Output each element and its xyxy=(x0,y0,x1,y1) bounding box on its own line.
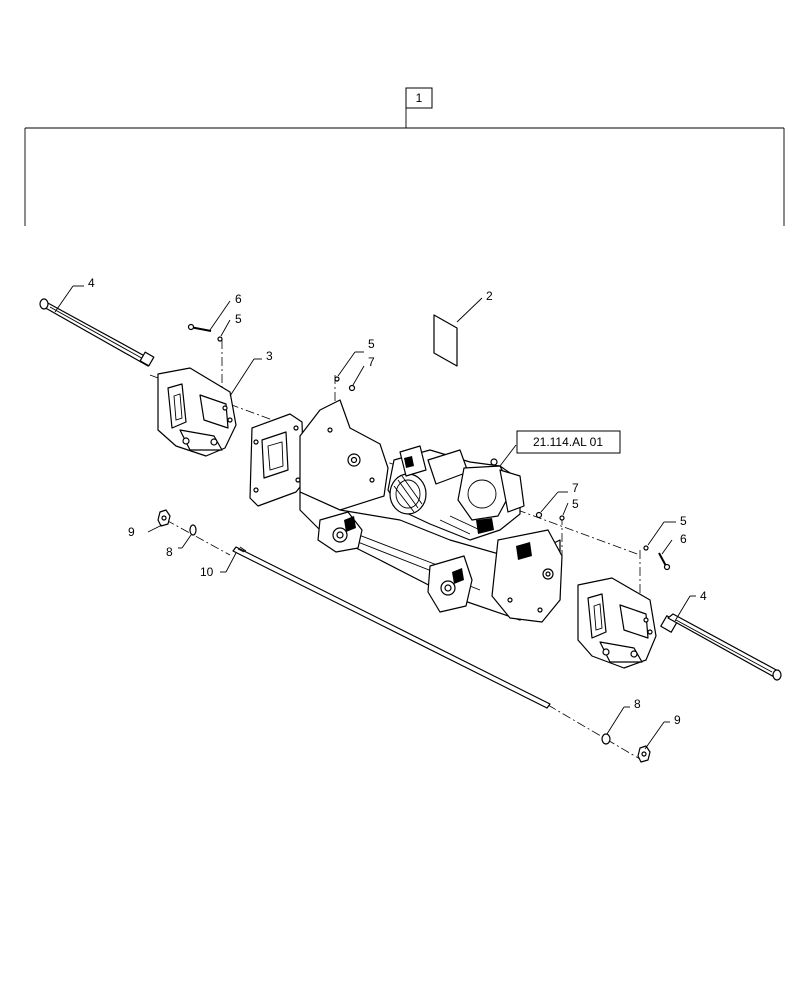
callout-4-left: 4 xyxy=(88,276,95,290)
decal-item-2: 2 xyxy=(433,289,493,367)
mounting-bracket-left: 3 xyxy=(157,349,273,457)
callout-3: 3 xyxy=(266,349,273,363)
callout-box-1 xyxy=(405,87,433,109)
bolt-washer-right-middle: 7 5 xyxy=(535,481,579,521)
callout-5-upper-middle: 5 xyxy=(368,337,375,351)
bolt-washer-right: 5 6 xyxy=(643,514,687,571)
callout-10: 10 xyxy=(200,565,214,579)
reference-text: 21.114.AL 01 xyxy=(533,435,603,449)
callout-8-right: 8 xyxy=(634,697,641,711)
callout-7-upper: 7 xyxy=(368,355,375,369)
callout-5-right: 5 xyxy=(680,514,687,528)
nut-washer-lower-left: 9 8 xyxy=(128,509,197,559)
reference-box xyxy=(516,430,621,454)
assembly-bracket: 1 xyxy=(24,87,785,226)
reference-label: 21.114.AL 01 xyxy=(516,430,621,454)
callout-7-middle: 7 xyxy=(572,481,579,495)
callout-5-upper-left: 5 xyxy=(235,312,242,326)
long-rod-item-10: 10 xyxy=(200,546,551,709)
callout-9-left: 9 xyxy=(128,525,135,539)
bolt-washer-upper-left: 6 5 xyxy=(187,292,242,342)
nut-washer-lower-right: 8 9 xyxy=(601,697,681,763)
callout-2: 2 xyxy=(486,289,493,303)
callout-5-right-middle: 5 xyxy=(572,497,579,511)
callout-1: 1 xyxy=(416,91,423,105)
callout-4-right: 4 xyxy=(700,589,707,603)
axle-shaft-right: 4 xyxy=(660,589,782,681)
callout-9-right: 9 xyxy=(674,713,681,727)
axle-shaft-left: 4 xyxy=(39,276,155,367)
mounting-bracket-right xyxy=(577,577,657,669)
bolt-washer-upper-middle: 5 7 xyxy=(334,337,375,392)
callout-8-left: 8 xyxy=(166,545,173,559)
main-housing-assembly xyxy=(249,399,563,623)
callout-6-upper: 6 xyxy=(235,292,242,306)
callout-6-right: 6 xyxy=(680,532,687,546)
